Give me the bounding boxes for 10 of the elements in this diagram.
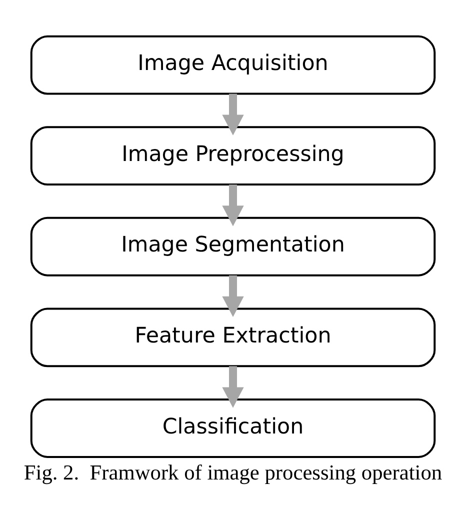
node-box: Feature Extraction bbox=[30, 308, 436, 368]
node-box: Image Segmentation bbox=[30, 216, 436, 276]
node-box: Image Acquisition bbox=[30, 35, 436, 95]
arrow bbox=[222, 94, 244, 136]
node-box: Image Preprocessing bbox=[30, 126, 436, 186]
arrow bbox=[222, 275, 244, 318]
arrow bbox=[222, 366, 244, 408]
arrow bbox=[222, 184, 244, 226]
node-box: Classification bbox=[30, 398, 436, 458]
caption: Fig. 2. Framwork of image processing operation bbox=[24, 460, 442, 484]
